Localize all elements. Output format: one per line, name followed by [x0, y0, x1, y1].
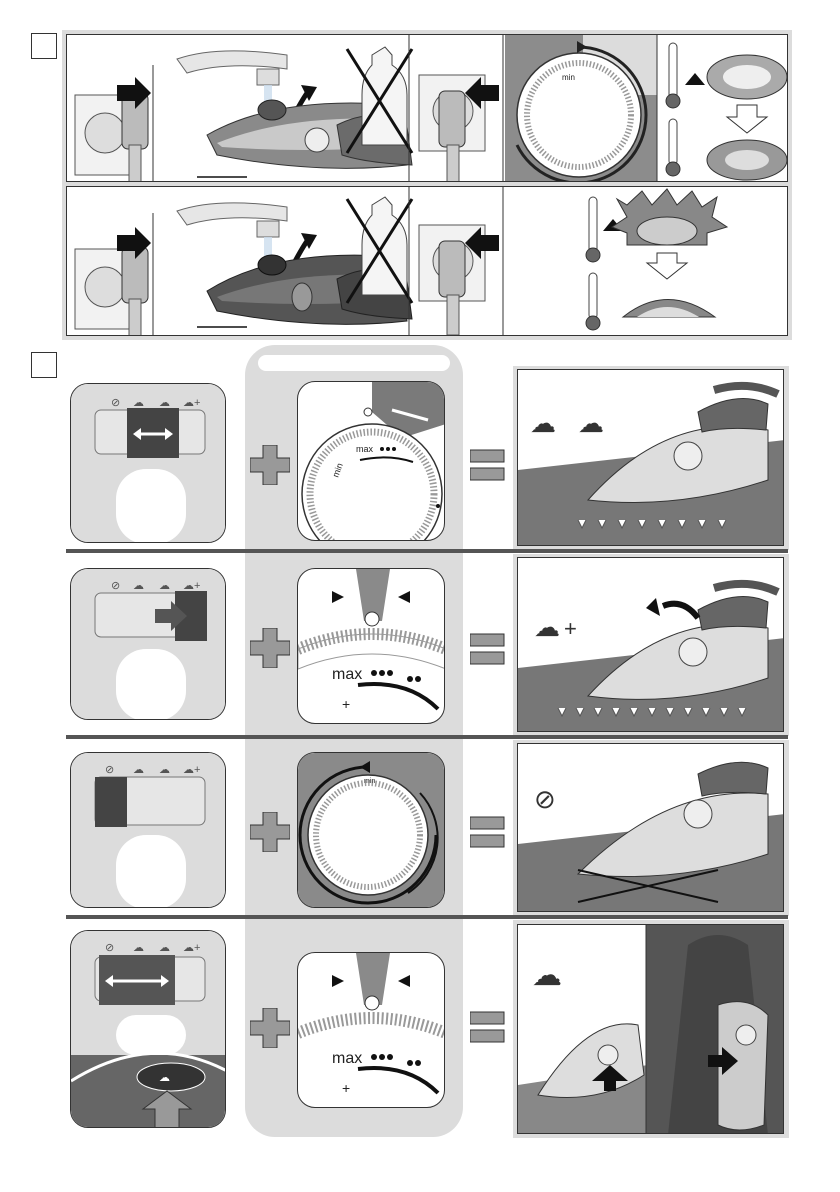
steam-boost-icon: ☁	[534, 612, 560, 642]
soleplate-burst-icon	[612, 189, 727, 245]
no-steam-icon: ⊘	[534, 784, 556, 814]
plus-sign-icon	[250, 445, 290, 485]
dial-column-header	[258, 355, 450, 371]
no-steam-icon: ⊘	[111, 580, 120, 592]
step-1-box	[31, 33, 57, 59]
no-bottle-icon	[347, 47, 412, 153]
steam-low-icon: ☁	[133, 580, 144, 592]
steam-low-icon: ☁	[530, 408, 556, 438]
steam-shot-icon: ☁	[532, 959, 562, 992]
steam-high-icon: ☁	[159, 764, 170, 776]
temperature-dial-1: max min	[297, 381, 445, 541]
plus-sign-icon	[250, 628, 290, 668]
temperature-dial	[517, 53, 641, 177]
equals-sign-icon	[470, 448, 506, 482]
step-2-box	[31, 352, 57, 378]
plus-sign-icon	[250, 1008, 290, 1048]
dial-min-label: min	[562, 73, 575, 82]
steam-selector-2: ⊘ ☁ ☁ ☁+	[70, 568, 226, 720]
soleplate-hot-icon	[707, 55, 787, 99]
fill-row-1: min	[66, 34, 788, 182]
steam-low-icon: ☁	[133, 942, 144, 954]
dial-max-label: max	[332, 1050, 362, 1067]
thermometer-hot-icon	[666, 43, 705, 108]
steam-boost-plus: +	[564, 616, 577, 641]
steam-low-icon: ☁	[133, 397, 144, 409]
temperature-dial-4: max +	[297, 952, 445, 1108]
no-steam-icon: ⊘	[105, 764, 114, 776]
steam-shot-icon: ☁	[159, 1072, 170, 1084]
thermometer-cold-icon	[586, 273, 600, 330]
steam-selector-1: ⊘ ☁ ☁ ☁+	[70, 383, 226, 543]
fill-illustration-2	[67, 187, 788, 336]
arrow-down-icon	[727, 105, 767, 133]
faucet-icon	[177, 203, 287, 257]
temperature-dial-3: min	[297, 752, 445, 908]
dial-min-label: min	[364, 778, 375, 785]
dial-max-label: max	[356, 444, 374, 454]
steam-selector-4: ⊘ ☁ ☁ ☁+ ☁	[70, 930, 226, 1128]
steam-boost-icon: ☁+	[183, 942, 200, 954]
equals-sign-icon	[470, 815, 506, 849]
no-steam-icon: ⊘	[111, 397, 120, 409]
equals-sign-icon	[470, 1010, 506, 1044]
dial-plus-label: +	[342, 696, 350, 712]
result-steam-boost: ☁ +	[517, 557, 784, 732]
steam-boost-icon: ☁+	[183, 580, 200, 592]
steam-boost-icon: ☁+	[183, 397, 200, 409]
dial-plus-label: +	[342, 1080, 350, 1096]
result-steam-normal: ☁ ☁	[517, 369, 784, 546]
soleplate-cool-icon	[707, 140, 787, 180]
soleplate-cool-icon	[623, 300, 715, 318]
equals-sign-icon	[470, 632, 506, 666]
steam-boost-icon: ☁+	[183, 764, 200, 776]
plus-sign-icon	[250, 812, 290, 852]
wall-socket-icon	[75, 247, 148, 336]
row-divider	[66, 735, 788, 739]
result-no-steam: ⊘	[517, 743, 784, 912]
arrow-down-icon	[647, 253, 687, 279]
row-divider	[66, 549, 788, 553]
temperature-dial-2: max +	[297, 568, 445, 724]
row-divider	[66, 915, 788, 919]
dial-max-label: max	[332, 666, 362, 683]
fill-illustration-1: min	[67, 35, 788, 182]
result-steam-shot: ☁	[517, 924, 784, 1134]
fill-row-2	[66, 186, 788, 336]
steam-high-icon: ☁	[578, 408, 604, 438]
thermometer-cold-icon	[666, 119, 680, 176]
steam-high-icon: ☁	[159, 942, 170, 954]
steam-high-icon: ☁	[159, 580, 170, 592]
no-steam-icon: ⊘	[105, 942, 114, 954]
steam-high-icon: ☁	[159, 397, 170, 409]
steam-selector-3: ⊘ ☁ ☁ ☁+	[70, 752, 226, 908]
steam-low-icon: ☁	[133, 764, 144, 776]
no-bottle-icon	[347, 197, 412, 303]
